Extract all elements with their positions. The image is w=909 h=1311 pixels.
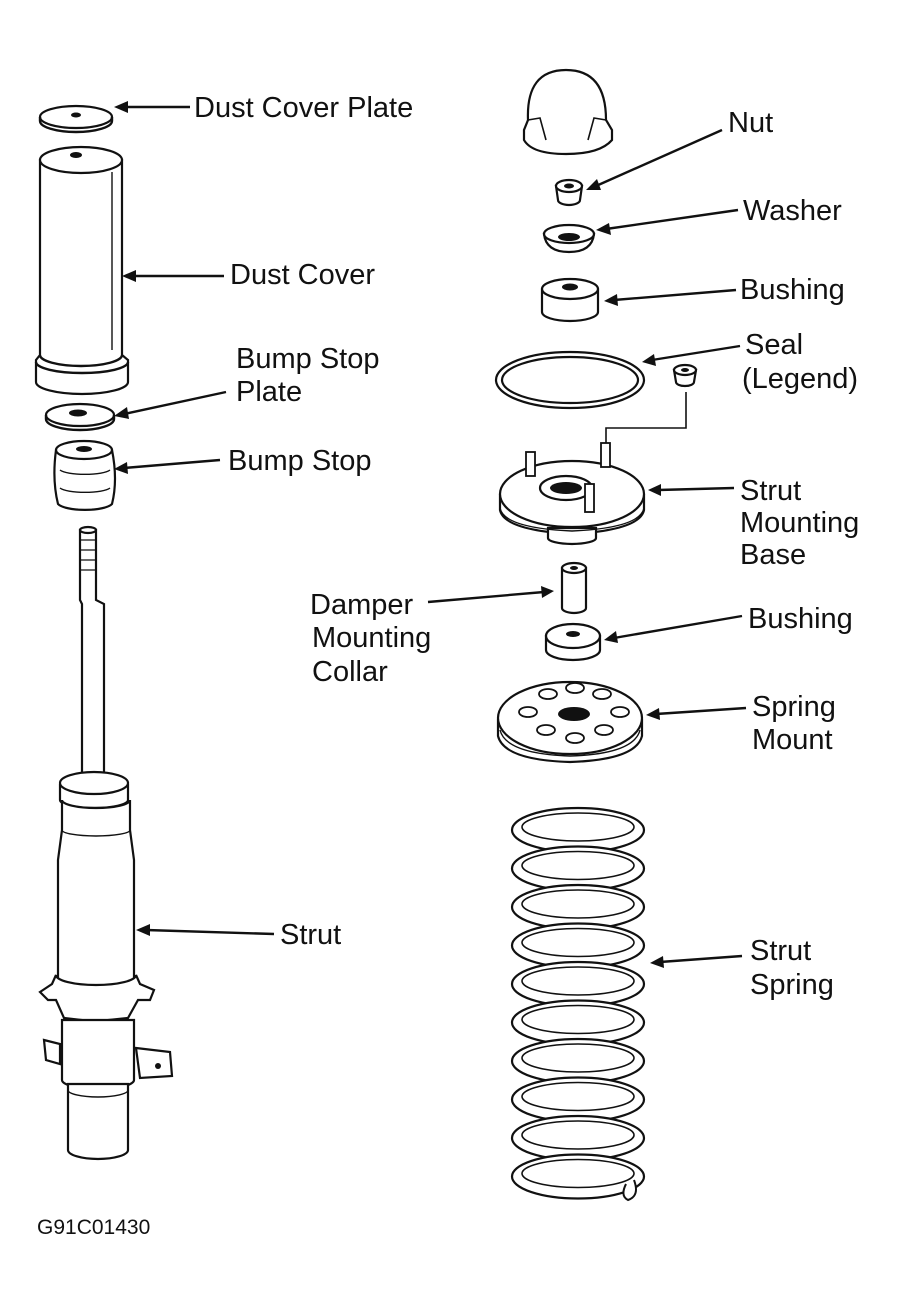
label-spring-mount-line2: Mount [752,724,833,756]
spring-coil-inner [521,1158,635,1189]
label-dust-cover-plate: Dust Cover Plate [194,92,413,124]
label-strut-mounting-base-line3: Base [740,539,806,571]
label-bump-stop: Bump Stop [228,445,371,477]
label-strut: Strut [280,919,341,951]
spring-coil-inner [521,966,635,996]
label-bump-stop-plate-line1: Bump Stop [236,343,379,375]
spring-coil-inner [521,850,635,881]
spring-coil-inner [521,1120,635,1150]
label-bushing-lower: Bushing [748,603,853,635]
label-spring-mount-line1: Spring [752,691,836,723]
spring-mount-part [496,680,644,764]
leader-lines [114,101,747,968]
bushing-lower-part [544,622,602,662]
label-bump-stop-plate-line2: Plate [236,376,302,408]
spring-coil-inner [521,1004,635,1035]
spring-coil-inner [521,812,635,842]
label-seal-line2: (Legend) [742,363,858,395]
label-strut-mounting-base-line1: Strut [740,475,801,507]
label-washer: Washer [743,195,842,227]
damper-mounting-collar-part [560,561,588,615]
label-strut-spring-line2: Spring [750,969,834,1001]
spring-coil-inner [521,1081,635,1112]
spring-coil-inner [521,1043,635,1073]
dust-cover-plate-part [38,104,114,134]
spring-coil-inner [521,889,635,919]
label-strut-mounting-base-line2: Mounting [740,507,859,539]
bump-stop-part [53,439,117,511]
bump-stop-plate-part [44,402,116,432]
nut-part [554,178,584,207]
strut-spring-part [510,806,646,1202]
bushing-top-part [540,277,600,323]
label-damper-mounting-collar-line2: Mounting [312,622,431,654]
cap-part [522,68,614,156]
strut-body-part [38,770,174,1161]
washer-part [542,223,596,254]
label-bushing-top: Bushing [740,274,845,306]
seal-part [494,350,646,410]
spring-coil-inner [521,927,635,958]
figure-code: G91C01430 [37,1216,150,1239]
label-strut-spring-line1: Strut [750,935,811,967]
spring-end [622,1179,637,1202]
label-dust-cover: Dust Cover [230,259,375,291]
strut-rod-part [78,525,106,777]
label-seal-line1: Seal [745,329,803,361]
label-damper-mounting-collar-line1: Damper [310,589,413,621]
part-labels: Dust Cover Plate Dust Cover Bump Stop Pl… [37,92,859,1239]
strut-mounting-base-part [498,442,646,546]
mount-nut-part [605,363,698,444]
dust-cover-part [34,145,130,396]
label-nut: Nut [728,107,773,139]
label-damper-mounting-collar-line3: Collar [312,656,388,688]
